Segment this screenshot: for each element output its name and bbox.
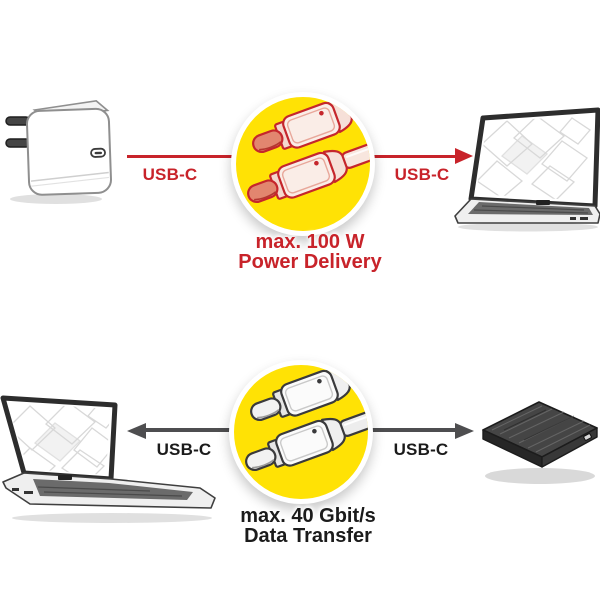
- power-left-port-label: USB-C: [142, 165, 198, 184]
- usb-c-power-adapter-icon: [5, 99, 112, 204]
- data-caption: max. 40 Gbit/s Data Transfer: [193, 506, 423, 546]
- data-right-port-label: USB-C: [393, 440, 449, 459]
- power-arrow-head: [455, 148, 473, 164]
- usb-c-cable-badge-power: [231, 92, 375, 236]
- data-line-left: [145, 428, 303, 432]
- usb-c-cable-icon: [241, 97, 370, 213]
- data-arrow-head-left: [127, 423, 146, 439]
- laptop-icon-data: [0, 395, 216, 523]
- power-line-left: [127, 155, 303, 158]
- data-left-port-label: USB-C: [156, 440, 212, 459]
- laptop-icon-power: [454, 107, 600, 232]
- power-caption: max. 100 W Power Delivery: [195, 232, 425, 272]
- external-hard-drive-icon: [482, 401, 598, 484]
- usb-c-cable-badge-data: [229, 360, 373, 504]
- data-caption-line2: Data Transfer: [244, 525, 372, 547]
- data-arrow-head-right: [455, 423, 474, 439]
- data-caption-line1: max. 40 Gbit/s: [240, 505, 376, 527]
- data-line-right: [303, 428, 456, 432]
- power-line-right: [303, 155, 456, 158]
- power-caption-line2: Power Delivery: [238, 251, 382, 273]
- power-right-port-label: USB-C: [394, 165, 450, 184]
- usb-c-cable-icon: [239, 365, 368, 481]
- power-caption-line1: max. 100 W: [255, 231, 365, 253]
